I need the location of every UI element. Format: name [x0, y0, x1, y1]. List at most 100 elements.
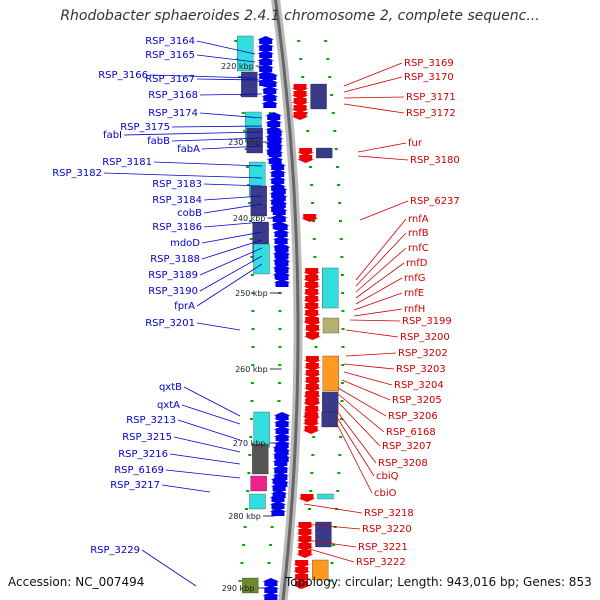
gene-label-right: RSP_3169: [404, 58, 454, 69]
gene-arrow-forward: [257, 43, 275, 51]
gene-label-left: qxtA: [157, 400, 180, 411]
gene-arrow-forward: [261, 72, 279, 80]
track-tick: [238, 76, 242, 78]
kbp-label: 290 kbp: [222, 584, 255, 593]
track-tick: [249, 238, 253, 240]
track-tick: [250, 256, 254, 258]
gene-arrow-reverse: [303, 325, 321, 333]
kbp-label: 270 kbp: [233, 439, 266, 448]
track-tick: [312, 220, 316, 222]
leader-line: [353, 292, 403, 311]
cds-box: [241, 71, 258, 98]
gene-arrow-forward: [272, 458, 290, 466]
gene-label-left: RSP_3201: [145, 318, 195, 329]
track-tick: [324, 40, 328, 42]
feature-layer: [237, 35, 340, 600]
gene-label-left: RSP_3189: [148, 270, 198, 281]
gene-label-right: RSP_3206: [388, 411, 438, 422]
track-tick: [310, 472, 314, 474]
track-tick: [326, 58, 330, 60]
track-tick: [268, 112, 272, 114]
track-tick: [339, 238, 343, 240]
track-tick: [339, 220, 343, 222]
gene-label-left: RSP_3174: [148, 108, 198, 119]
gene-arrow-reverse: [293, 567, 311, 575]
gene-label-right: RSP_3170: [404, 72, 454, 83]
gene-arrow-forward: [273, 412, 291, 420]
gene-arrow-forward: [257, 50, 275, 58]
gene-arrow-forward: [257, 36, 275, 44]
track-tick: [311, 202, 315, 204]
gene-arrow-forward: [272, 222, 290, 230]
gene-label-right: RSP_3200: [400, 332, 450, 343]
track-tick: [297, 40, 301, 42]
leader-line: [305, 539, 357, 548]
gene-arrow-reverse: [293, 560, 311, 568]
cds-box: [250, 185, 267, 217]
gene-label-right: RSP_3208: [378, 458, 428, 469]
gene-arrow-reverse: [302, 412, 320, 420]
gene-label-left: RSP_3181: [102, 157, 152, 168]
gene-arrow-reverse: [291, 98, 309, 106]
track-tick: [330, 94, 334, 96]
leader-line: [123, 131, 263, 136]
gene-arrow-forward: [266, 156, 284, 164]
gene-arrow-reverse: [298, 494, 316, 502]
gene-label-left: RSP_3213: [126, 415, 176, 426]
track-tick: [341, 364, 345, 366]
leader-line: [343, 371, 393, 386]
track-tick: [277, 400, 281, 402]
leader-line: [355, 247, 407, 293]
gene-label-right: RSP_3199: [402, 316, 452, 327]
gene-arrow-reverse: [302, 419, 320, 427]
track-tick: [328, 580, 332, 582]
gene-arrow-forward: [265, 119, 283, 127]
gene-arrow-forward: [269, 494, 287, 502]
leader-line: [353, 308, 403, 317]
track-tick: [267, 562, 271, 564]
gene-arrow-reverse: [303, 289, 321, 297]
gene-arrow-reverse: [296, 536, 314, 544]
leader-line: [196, 322, 241, 331]
leader-line: [177, 419, 241, 441]
cds-box: [315, 521, 332, 548]
track-tick: [339, 436, 343, 438]
gene-arrow-reverse: [291, 84, 309, 92]
cds-box: [316, 147, 333, 159]
track-tick: [341, 292, 345, 294]
leader-line: [357, 155, 409, 161]
gene-arrow-reverse: [296, 529, 314, 537]
leader-line: [149, 74, 256, 79]
track-tick: [338, 454, 342, 456]
leader-line: [359, 200, 409, 221]
leader-line: [196, 54, 256, 63]
leader-line: [196, 78, 261, 81]
leader-line: [165, 469, 241, 479]
leader-line: [201, 231, 263, 244]
gene-arrow-forward: [273, 419, 291, 427]
track-tick: [247, 472, 251, 474]
gene-arrow-forward: [269, 176, 287, 184]
gene-arrow-reverse: [303, 370, 321, 378]
gene-label-right: RSP_6168: [386, 427, 436, 438]
track-tick: [308, 166, 312, 168]
track-tick: [301, 76, 305, 78]
cds-box: [322, 355, 340, 392]
track-tick: [306, 130, 310, 132]
track-tick: [337, 184, 341, 186]
gene-arrow-forward: [266, 149, 284, 157]
gene-arrow-reverse: [303, 282, 321, 290]
gene-label-right: RSP_3221: [358, 542, 408, 553]
gene-label-left: RSP_6169: [114, 465, 164, 476]
gene-arrow-reverse: [303, 332, 321, 340]
track-tick: [333, 130, 337, 132]
gene-arrow-reverse: [303, 392, 321, 400]
track-tick: [313, 256, 317, 258]
gene-label-right: cbiO: [374, 488, 397, 499]
gene-label-left: fprA: [174, 301, 195, 312]
gene-label-left: mdoD: [170, 238, 200, 249]
gene-arrow-reverse: [296, 550, 314, 558]
gene-arrow-reverse: [291, 105, 309, 113]
track-tick: [339, 418, 343, 420]
